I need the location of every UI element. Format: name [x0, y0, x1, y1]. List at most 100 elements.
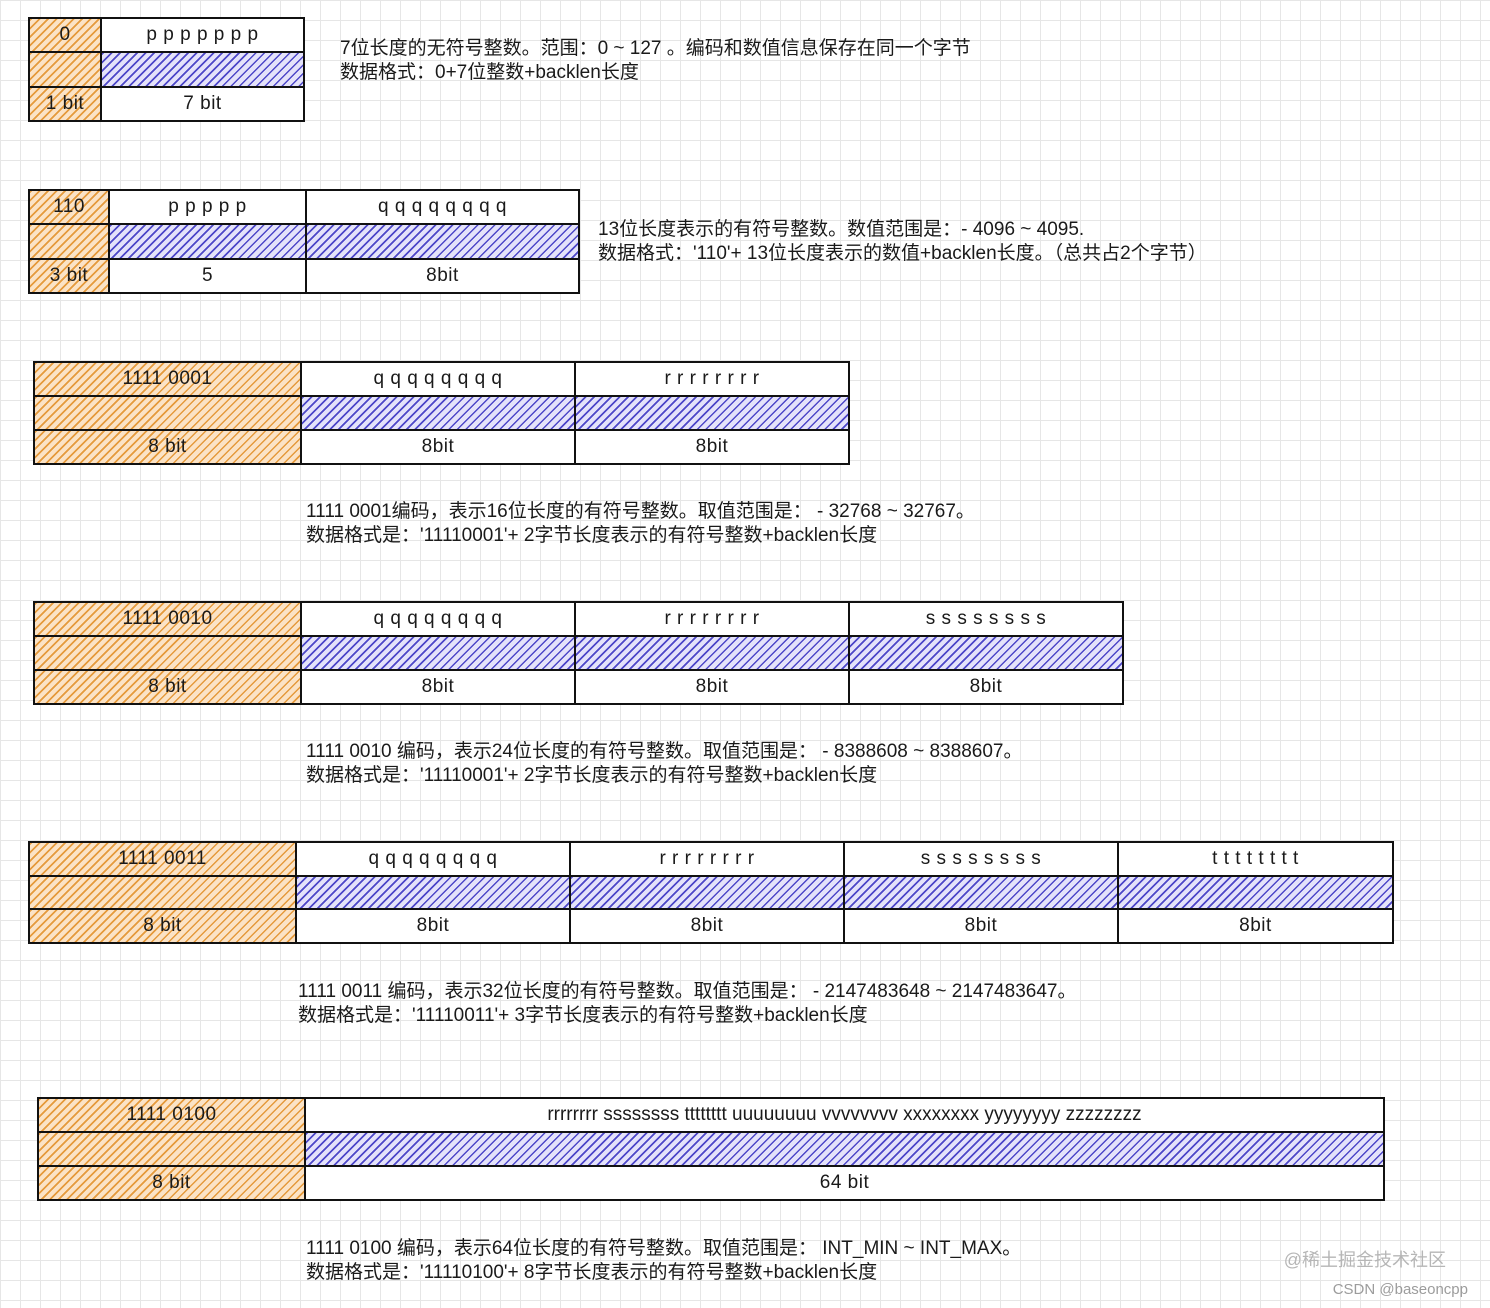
byte-column: p p p p p 5 — [110, 191, 307, 292]
encoding-description: 1111 0100 编码，表示64位长度的有符号整数。取值范围是： INT_MI… — [306, 1237, 1021, 1285]
header-bits: 8 bit — [30, 910, 295, 943]
description-line: 1111 0001编码，表示16位长度的有符号整数。取值范围是： - 32768… — [306, 501, 975, 522]
byte-bits: 64 bit — [819, 1172, 870, 1193]
byte-hatch — [306, 1131, 1383, 1167]
header-hatch — [30, 223, 108, 260]
byte-hatch — [845, 874, 1117, 911]
byte-hatch — [571, 874, 843, 911]
byte-column: t t t t t t t t 8bit — [1119, 843, 1392, 942]
byte-label: q q q q q q q q — [373, 608, 503, 629]
byte-hatch — [576, 635, 848, 671]
header-column: 1111 0011 8 bit — [30, 843, 297, 943]
byte-column: s s s s s s s s 8bit — [850, 603, 1122, 703]
description-line: 数据格式：'110'+ 13位长度表示的数值+backlen长度。（总共占2个字… — [598, 243, 1207, 264]
watermark: @稀土掘金技术社区 — [1283, 1250, 1446, 1270]
header-bits: 8 bit — [35, 671, 300, 703]
byte-label: r r r r r r r r — [664, 368, 760, 389]
encoding-block-16bit-int: 1111 0001 8 bit q q q q q q q q 8bit r r… — [33, 361, 850, 465]
header-value: 1111 0010 — [35, 603, 300, 635]
description-line: 1111 0010 编码，表示24位长度的有符号整数。取值范围是： - 8388… — [306, 741, 1023, 762]
encoding-block-7bit-uint: 0 1 bit p p p p p p p 7 bit — [28, 17, 305, 122]
header-hatch — [30, 51, 100, 88]
header-column: 1111 0001 8 bit — [35, 363, 302, 463]
header-column: 0 1 bit — [30, 19, 102, 120]
byte-bits: 8bit — [690, 915, 724, 937]
byte-column: r r r r r r r r 8bit — [576, 363, 848, 463]
byte-column: q q q q q q q q 8bit — [307, 191, 578, 292]
byte-hatch — [102, 51, 303, 88]
header-bits: 3 bit — [30, 259, 108, 292]
byte-column: r r r r r r r r 8bit — [571, 843, 845, 942]
byte-column: rrrrrrrr ssssssss tttttttt uuuuuuuu vvvv… — [306, 1099, 1383, 1199]
byte-label: s s s s s s s s — [925, 608, 1047, 629]
byte-label: r r r r r r r r — [659, 847, 755, 869]
byte-bits: 8bit — [421, 436, 455, 457]
byte-column: q q q q q q q q 8bit — [302, 363, 576, 463]
byte-bits: 8bit — [695, 436, 729, 457]
header-hatch — [39, 1131, 304, 1167]
byte-hatch — [307, 223, 578, 260]
byte-bits: 8bit — [695, 676, 729, 697]
description-line: 数据格式是：'11110001'+ 2字节长度表示的有符号整数+backlen长… — [306, 525, 878, 546]
description-line: 7位长度的无符号整数。范围：0 ~ 127 。编码和数值信息保存在同一个字节 — [340, 38, 971, 59]
byte-label: rrrrrrrr ssssssss tttttttt uuuuuuuu vvvv… — [547, 1104, 1142, 1125]
byte-bits: 8bit — [969, 676, 1003, 697]
header-hatch — [30, 874, 295, 911]
encoding-description: 7位长度的无符号整数。范围：0 ~ 127 。编码和数值信息保存在同一个字节 数… — [340, 37, 971, 85]
encoding-block-13bit-int: 110 3 bit p p p p p 5 q q q q q q q q 8b… — [28, 189, 580, 294]
byte-label: p p p p p — [168, 196, 247, 218]
byte-column: s s s s s s s s 8bit — [845, 843, 1119, 942]
header-value: 1111 0011 — [30, 843, 295, 875]
byte-label: s s s s s s s s — [920, 847, 1042, 869]
description-line: 数据格式是：'11110100'+ 8字节长度表示的有符号整数+backlen长… — [306, 1262, 878, 1283]
byte-label: q q q q q q q q — [368, 847, 498, 869]
byte-column: r r r r r r r r 8bit — [576, 603, 850, 703]
byte-label: q q q q q q q q — [373, 368, 503, 389]
header-value: 0 — [30, 19, 100, 52]
encoding-block-32bit-int: 1111 0011 8 bit q q q q q q q q 8bit r r… — [28, 841, 1394, 944]
header-column: 1111 0010 8 bit — [35, 603, 302, 703]
description-line: 数据格式是：'11110001'+ 2字节长度表示的有符号整数+backlen长… — [306, 765, 878, 786]
byte-hatch — [850, 635, 1122, 671]
byte-bits: 7 bit — [183, 92, 222, 114]
byte-label: t t t t t t t t — [1212, 847, 1299, 869]
byte-hatch — [302, 395, 574, 431]
encoding-block-24bit-int: 1111 0010 8 bit q q q q q q q q 8bit r r… — [33, 601, 1124, 705]
header-hatch — [35, 635, 300, 671]
byte-bits: 8bit — [1239, 915, 1272, 937]
encoding-description: 1111 0011 编码，表示32位长度的有符号整数。取值范围是： - 2147… — [298, 980, 1076, 1028]
byte-hatch — [576, 395, 848, 431]
header-column: 1111 0100 8 bit — [39, 1099, 306, 1199]
byte-label: r r r r r r r r — [664, 608, 760, 629]
byte-label: q q q q q q q q — [378, 196, 507, 218]
header-value: 1111 0100 — [39, 1099, 304, 1131]
byte-column: q q q q q q q q 8bit — [297, 843, 571, 942]
byte-bits: 8bit — [421, 676, 455, 697]
description-line: 13位长度表示的有符号整数。数值范围是：- 4096 ~ 4095. — [598, 219, 1085, 240]
header-value: 1111 0001 — [35, 363, 300, 395]
encoding-description: 1111 0010 编码，表示24位长度的有符号整数。取值范围是： - 8388… — [306, 740, 1022, 788]
byte-hatch — [110, 223, 305, 260]
header-bits: 1 bit — [30, 87, 100, 120]
byte-hatch — [302, 635, 574, 671]
byte-bits: 8bit — [416, 915, 450, 937]
header-column: 110 3 bit — [30, 191, 110, 292]
header-bits: 8 bit — [39, 1167, 304, 1199]
byte-column: p p p p p p p 7 bit — [102, 19, 303, 120]
encoding-description: 13位长度表示的有符号整数。数值范围是：- 4096 ~ 4095. 数据格式：… — [598, 218, 1207, 266]
byte-bits: 8bit — [426, 264, 459, 286]
credit: CSDN @baseoncpp — [1332, 1281, 1468, 1298]
encoding-description: 1111 0001编码，表示16位长度的有符号整数。取值范围是： - 32768… — [306, 500, 975, 548]
byte-bits: 8bit — [964, 915, 998, 937]
byte-bits: 5 — [201, 264, 214, 286]
description-line: 数据格式：0+7位整数+backlen长度 — [340, 62, 639, 83]
header-hatch — [35, 395, 300, 431]
description-line: 1111 0100 编码，表示64位长度的有符号整数。取值范围是： INT_MI… — [306, 1238, 1022, 1259]
byte-label: p p p p p p p — [146, 24, 259, 46]
header-value: 110 — [30, 191, 108, 224]
byte-column: q q q q q q q q 8bit — [302, 603, 576, 703]
header-bits: 8 bit — [35, 431, 300, 463]
encoding-block-64bit-int: 1111 0100 8 bit rrrrrrrr ssssssss tttttt… — [37, 1097, 1385, 1201]
byte-hatch — [1119, 874, 1392, 911]
description-line: 1111 0011 编码，表示32位长度的有符号整数。取值范围是： - 2147… — [298, 981, 1077, 1002]
